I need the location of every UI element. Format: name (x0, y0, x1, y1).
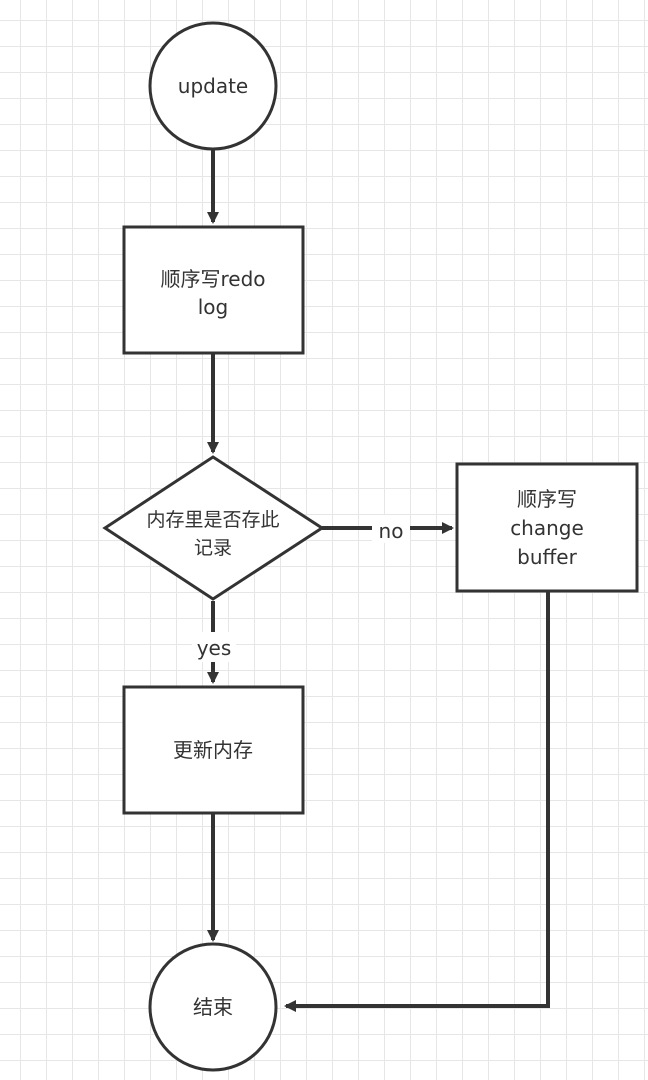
decision-label-line-2: 记录 (194, 537, 232, 559)
decision-node[interactable]: 内存里是否存此 记录 (102, 455, 325, 601)
edge-label-yes: yes (197, 636, 232, 660)
update-memory-box (122, 685, 305, 815)
decision-diamond (102, 455, 325, 601)
edge-change-buffer-to-end (284, 592, 550, 1012)
write-change-buffer-box (455, 462, 639, 593)
write-redo-log-label-line-2: log (198, 295, 229, 319)
end-node[interactable]: 结束 (148, 942, 278, 1072)
write-redo-log-box (122, 225, 305, 355)
yes-label-background (192, 632, 236, 662)
write-change-buffer-node[interactable]: 顺序写 change buffer (455, 462, 639, 593)
write-change-buffer-label-line-3: buffer (517, 545, 577, 569)
write-redo-log-label-line-1: 顺序写redo (160, 267, 265, 291)
start-circle (148, 21, 278, 151)
update-memory-label: 更新内存 (173, 738, 253, 762)
start-node[interactable]: update (148, 21, 278, 151)
end-circle (148, 942, 278, 1072)
end-label: 结束 (193, 995, 233, 1019)
start-label: update (178, 74, 248, 98)
decision-label-line-1: 内存里是否存此 (146, 509, 279, 531)
write-redo-log-node[interactable]: 顺序写redo log (122, 225, 305, 355)
write-change-buffer-label-line-1: 顺序写 (517, 487, 577, 511)
write-change-buffer-label-line-2: change (510, 516, 584, 540)
edge-label-no: no (379, 519, 404, 543)
no-label-background (372, 515, 410, 543)
update-memory-node[interactable]: 更新内存 (122, 685, 305, 815)
